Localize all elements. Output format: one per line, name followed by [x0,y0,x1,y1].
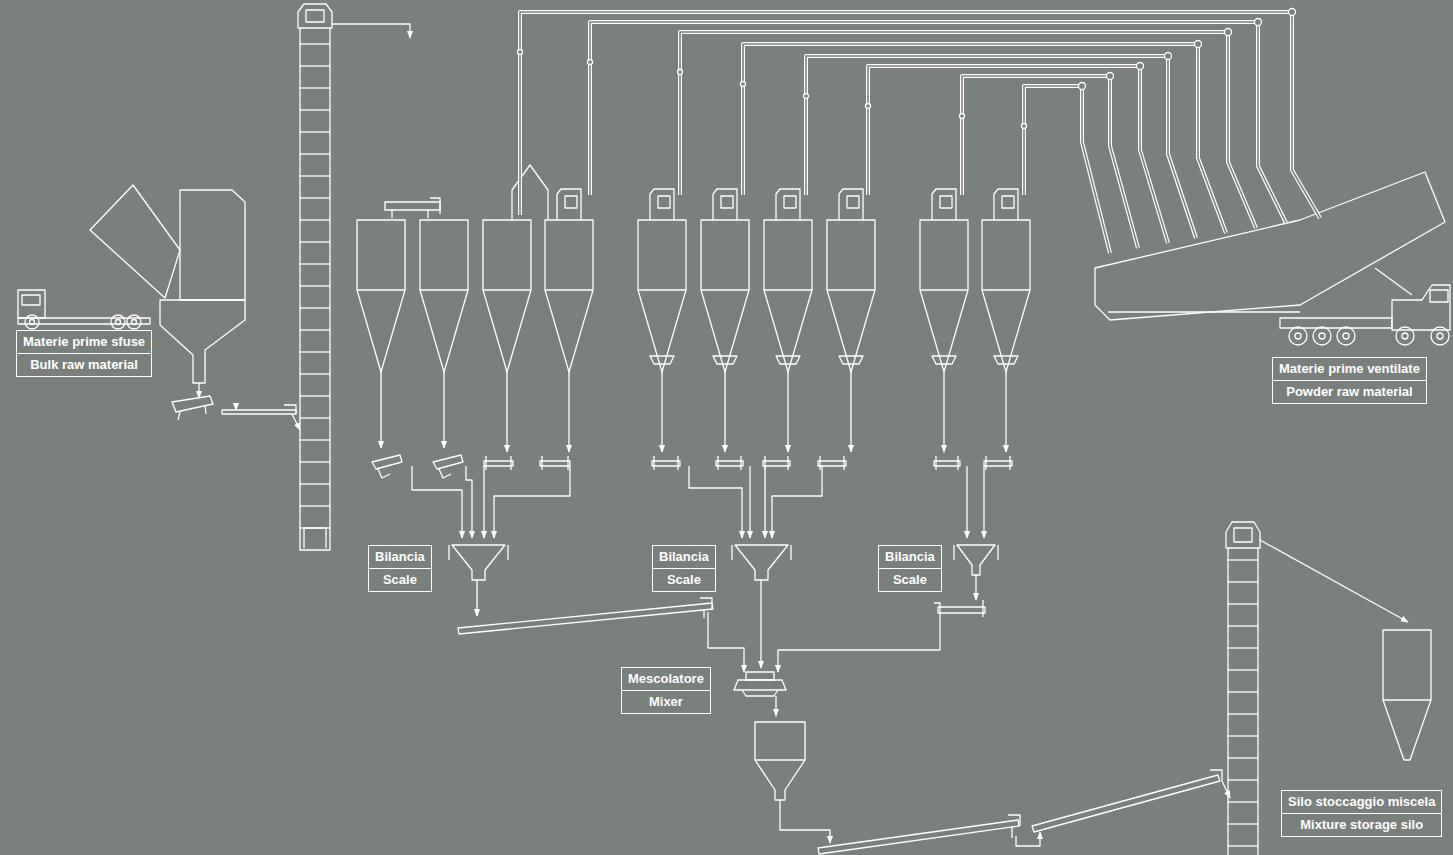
repeated-strokes [300,9,1320,847]
feeders [372,455,570,538]
label-box: Silo stoccaggio miscelaMixture storage s… [1281,790,1442,837]
label-box: Materie prime sfuseBulk raw material [16,330,152,377]
label-box: MescolatoreMixer [621,667,711,714]
label-english: Powder raw material [1273,380,1426,403]
label-italian: Bilancia [369,546,431,568]
label-box: BilanciaScale [652,545,716,592]
label-italian: Mescolatore [622,668,710,690]
label-english: Scale [879,568,941,591]
label-english: Scale [369,568,431,591]
label-box: BilanciaScale [368,545,432,592]
label-box: BilanciaScale [878,545,942,592]
label-english: Bulk raw material [17,353,151,376]
scale-hoppers [449,545,998,672]
label-italian: Materie prime sfuse [17,331,151,353]
bulk-truck [18,185,180,329]
label-english: Mixture storage silo [1282,813,1441,836]
feeders [652,456,1012,538]
bucket-elevator [298,4,440,550]
receiving-hopper [160,190,300,430]
label-italian: Bilancia [653,546,715,568]
label-italian: Bilancia [879,546,941,568]
label-italian: Silo stoccaggio miscela [1282,791,1441,813]
label-english: Mixer [622,690,710,713]
mixer [734,672,1230,854]
label-italian: Materie prime ventilate [1273,358,1426,380]
label-box: Materie prime ventilatePowder raw materi… [1272,357,1427,404]
label-english: Scale [653,568,715,591]
